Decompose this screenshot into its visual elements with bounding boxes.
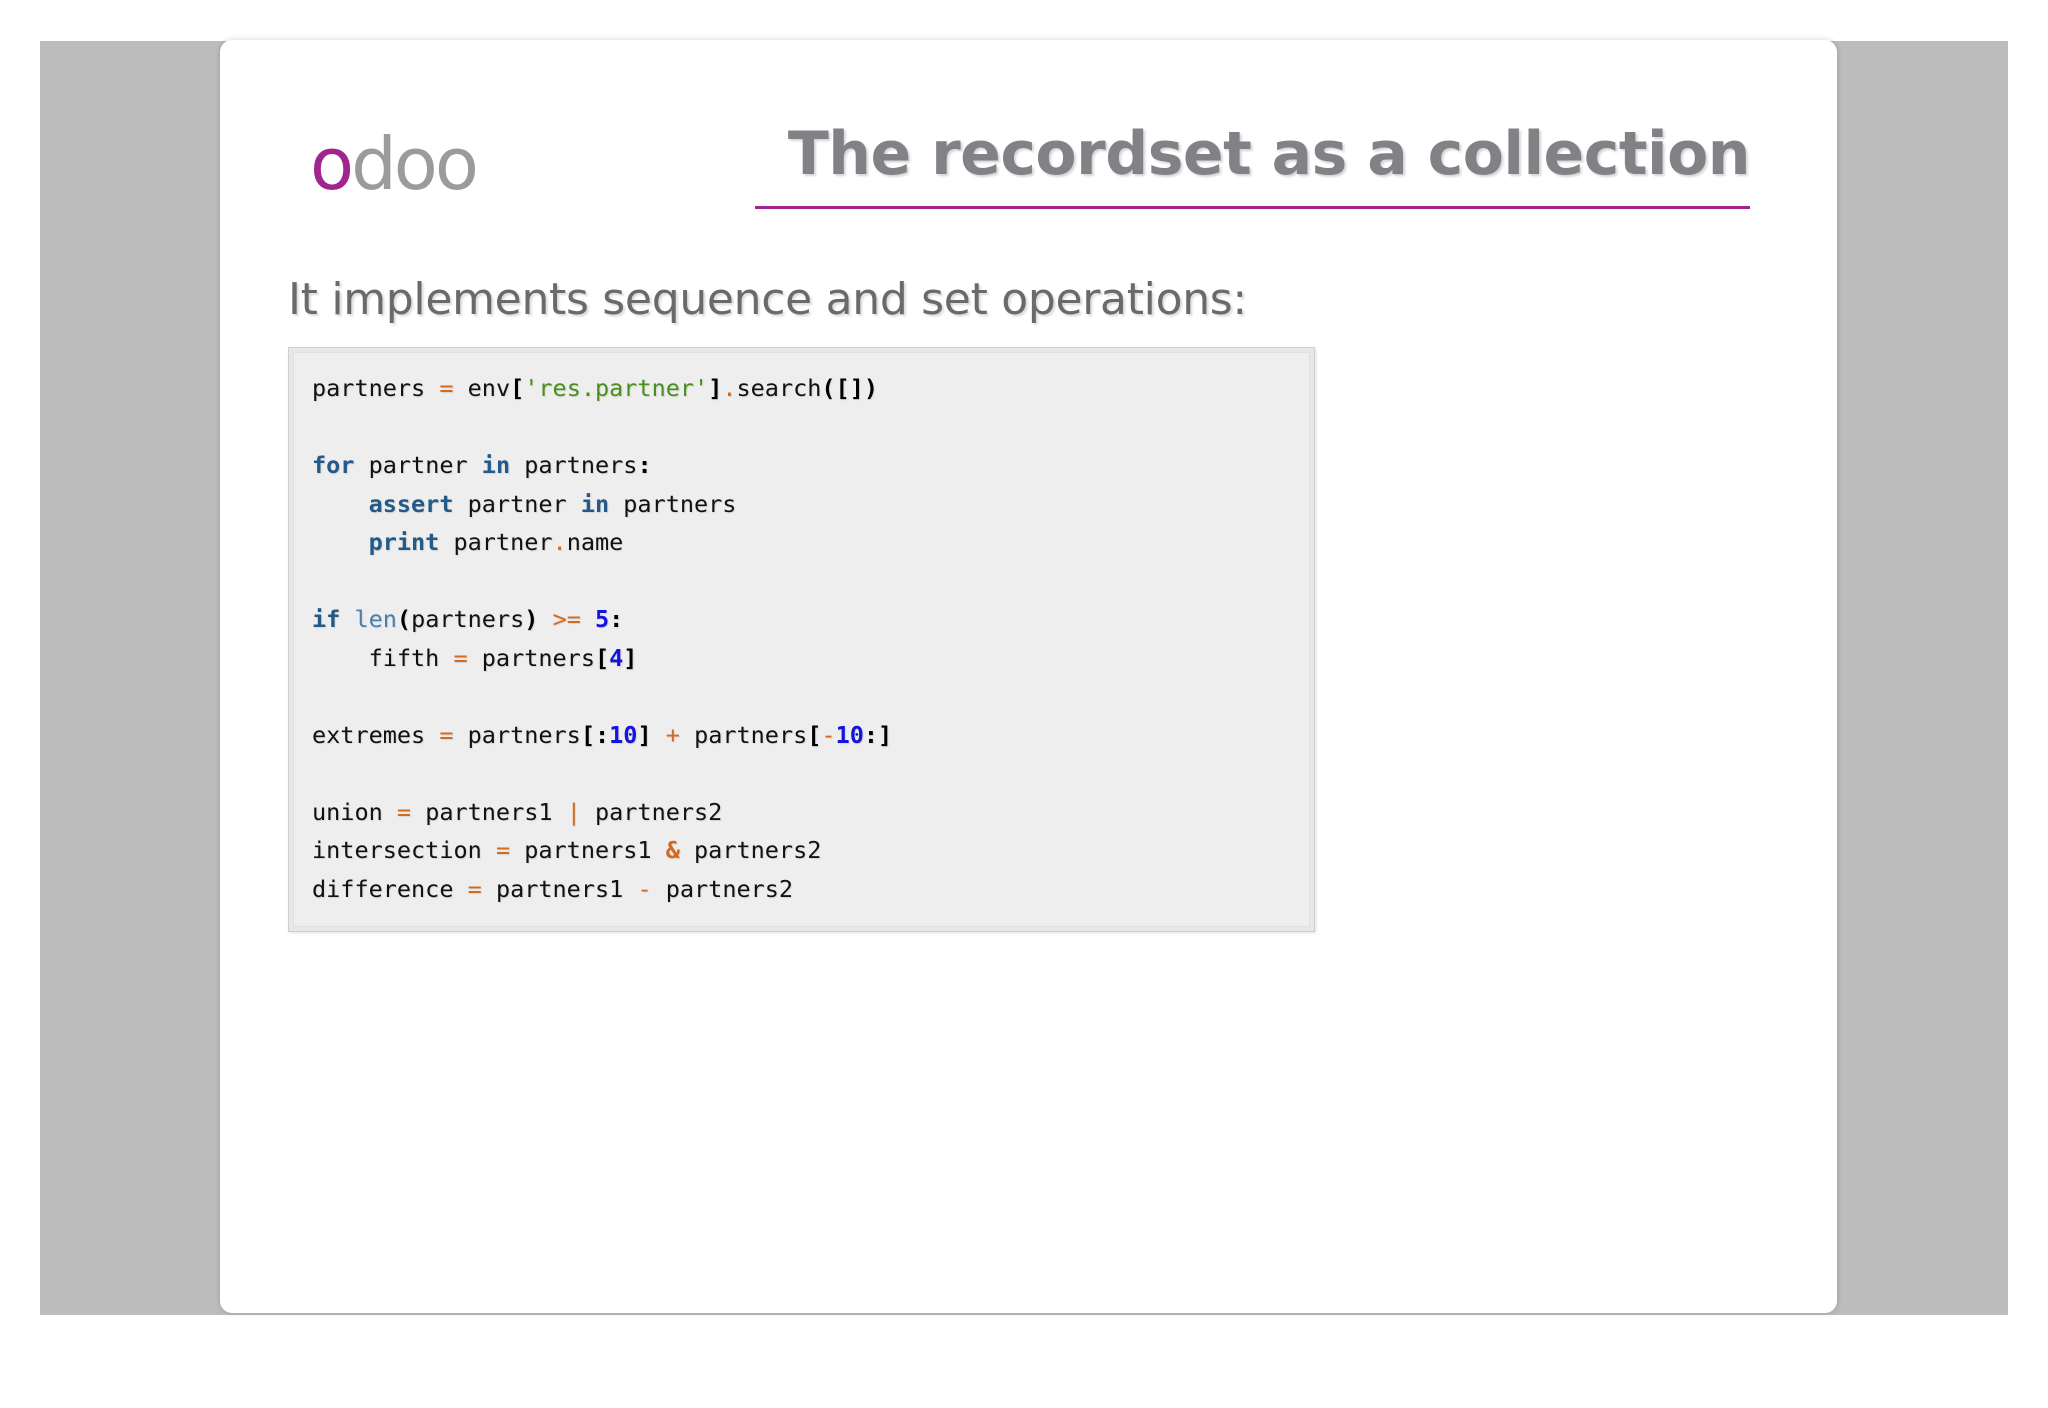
slide-subtitle: It implements sequence and set operation… — [288, 274, 1247, 325]
code-block: partners = env['res.partner'].search([])… — [288, 347, 1315, 932]
page-title: The recordset as a collection — [787, 119, 1751, 189]
slide-card: odoo The recordset as a collection It im… — [220, 40, 1837, 1313]
code-block-inner: partners = env['res.partner'].search([])… — [293, 352, 1310, 927]
presentation-viewport: odoo The recordset as a collection It im… — [40, 40, 2008, 1315]
logo-first-letter: o — [310, 122, 354, 206]
code-snippet: partners = env['res.partner'].search([])… — [312, 374, 893, 903]
title-underline-rule — [755, 206, 1750, 209]
odoo-logo: odoo — [310, 128, 479, 200]
logo-rest: doo — [351, 122, 479, 206]
